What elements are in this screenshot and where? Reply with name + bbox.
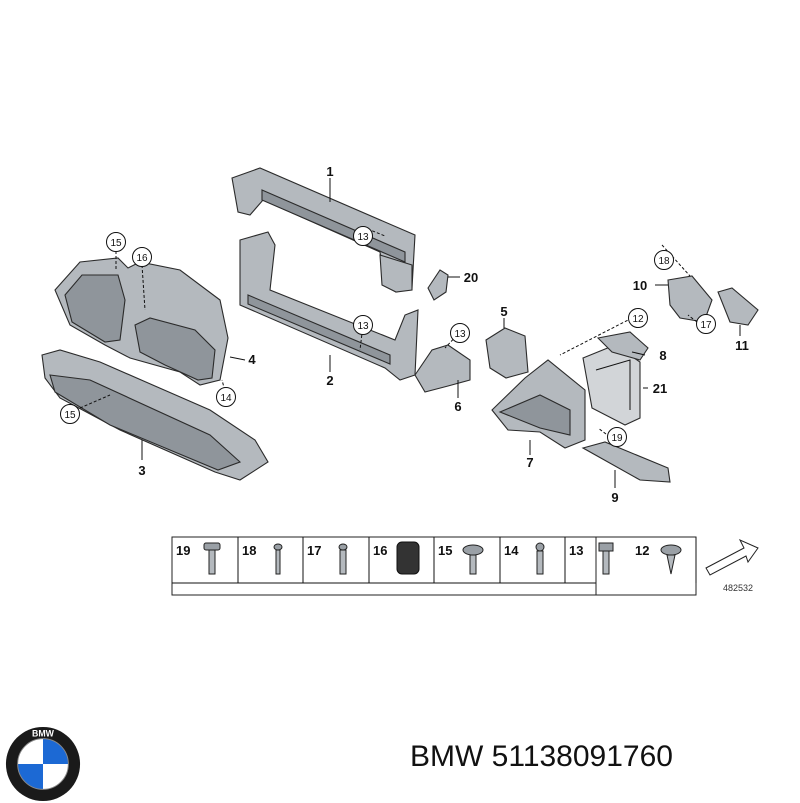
svg-text:13: 13: [357, 321, 369, 332]
callout-11: 11: [735, 338, 749, 353]
callout-7: 7: [526, 455, 533, 470]
circled-ref-12: 12: [628, 308, 648, 328]
arrow-icon: [705, 538, 759, 576]
callout-21: 21: [653, 381, 667, 396]
legend-17: 17: [307, 543, 321, 558]
callout-1: 1: [326, 164, 333, 179]
part-9-trim: [581, 441, 671, 483]
circled-ref-13-upper: 13: [353, 226, 373, 246]
callout-20: 20: [464, 270, 478, 285]
circled-ref-17: 17: [696, 314, 716, 334]
part-2-frame: [239, 231, 419, 381]
fastener-18-icon: [273, 543, 283, 575]
part-4-kidney-grille: [54, 257, 229, 386]
callout-8: 8: [659, 348, 666, 363]
fastener-12-icon: [660, 544, 682, 575]
legend-18: 18: [242, 543, 256, 558]
callout-5: 5: [500, 304, 507, 319]
part-label: BMW 51138091760: [410, 740, 673, 774]
circled-ref-13-lower: 13: [353, 315, 373, 335]
part-number: 51138091760: [491, 740, 673, 773]
legend-16: 16: [373, 543, 387, 558]
logo-letters: BMW: [32, 729, 55, 739]
part-5-bracket: [485, 327, 529, 379]
callout-leaders: [79, 178, 741, 488]
brand-name: BMW: [410, 740, 484, 773]
legend-13: 13: [569, 543, 583, 558]
circled-ref-15-bottom: 15: [60, 404, 80, 424]
svg-text:15: 15: [64, 410, 76, 421]
svg-text:16: 16: [136, 253, 148, 264]
svg-text:13: 13: [357, 232, 369, 243]
legend-19: 19: [176, 543, 190, 558]
part-11-deflector: [717, 287, 759, 326]
callout-2: 2: [326, 373, 333, 388]
part-1-upper-carrier: [231, 167, 416, 293]
circled-references: 15 16 15 14 13 13 13 18 17 12 19: [60, 226, 716, 447]
part-20-seal: [427, 269, 449, 301]
fastener-17-icon: [338, 543, 348, 575]
callout-10: 10: [633, 278, 647, 293]
circled-ref-14: 14: [216, 387, 236, 407]
circled-ref-18: 18: [654, 250, 674, 270]
svg-text:14: 14: [220, 393, 232, 404]
svg-text:18: 18: [658, 256, 670, 267]
fastener-19-icon: [203, 542, 221, 575]
fastener-14-icon: [535, 542, 545, 575]
circled-ref-15-top: 15: [106, 232, 126, 252]
svg-text:15: 15: [110, 238, 122, 249]
callout-6: 6: [454, 399, 461, 414]
circled-ref-16: 16: [132, 247, 152, 267]
legend-14: 14: [504, 543, 519, 558]
part-7-air-duct: [491, 359, 586, 449]
part-3-lower-duct: [41, 349, 269, 481]
fastener-16-icon: [396, 541, 420, 575]
fastener-legend: 19 18 17 16 15 14 13 12 482532: [171, 536, 759, 596]
callout-numbers: 1 2 3 4 5 6 7 8 9 10 11 20 21: [138, 164, 748, 505]
part-6-bracket: [414, 344, 471, 393]
svg-text:13: 13: [454, 329, 466, 340]
legend-15: 15: [438, 543, 452, 558]
diagram-code: 482532: [723, 583, 753, 593]
callout-9: 9: [611, 490, 618, 505]
callout-4: 4: [248, 352, 256, 367]
svg-text:19: 19: [611, 433, 623, 444]
callout-3: 3: [138, 463, 145, 478]
svg-text:12: 12: [632, 314, 644, 325]
fastener-15-icon: [462, 544, 484, 575]
circled-ref-19: 19: [607, 427, 627, 447]
svg-text:17: 17: [700, 320, 712, 331]
fastener-13-icon: [598, 542, 614, 575]
legend-12: 12: [635, 543, 649, 558]
circled-ref-13-right: 13: [450, 323, 470, 343]
bmw-logo: BMW: [5, 726, 81, 802]
